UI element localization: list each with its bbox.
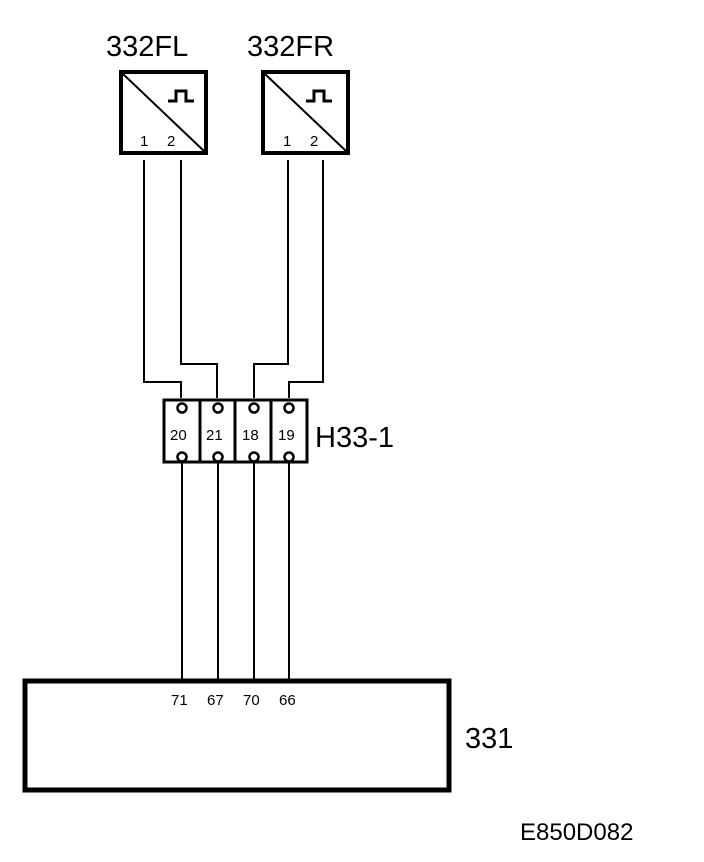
contact-bottom xyxy=(176,451,188,463)
control-unit-331-label: 331 xyxy=(465,723,513,755)
lower-wires xyxy=(181,462,290,680)
connector-terminal: 19 xyxy=(278,427,295,444)
sensor-332fl-pin-2: 2 xyxy=(167,133,175,150)
wire-332fr-pin2 xyxy=(288,160,324,398)
sensor-332fr-label: 332FR xyxy=(247,31,334,63)
sensor-332fr-pulse-icon xyxy=(306,89,332,103)
connector-h33-1-label: H33-1 xyxy=(315,422,394,454)
sensor-332fl-pulse-icon xyxy=(168,89,194,103)
contact-top xyxy=(212,402,224,414)
contact-top xyxy=(283,402,295,414)
contact-top xyxy=(248,402,260,414)
control-unit-pin: 67 xyxy=(207,692,224,709)
control-unit-331: 71 67 70 66 331 xyxy=(22,678,513,793)
contact-bottom xyxy=(283,451,295,463)
sensor-332fl-label: 332FL xyxy=(106,31,188,63)
control-unit-pin: 70 xyxy=(243,692,260,709)
control-unit-pin: 66 xyxy=(279,692,296,709)
sensor-332fr-pin-2: 2 xyxy=(310,133,318,150)
sensor-332fl-pin-1: 1 xyxy=(140,133,148,150)
sensor-332fl-diagonal xyxy=(122,73,205,152)
connector-h33-1: 20 21 18 19 H33-1 xyxy=(162,398,394,464)
figure-code: E850D082 xyxy=(520,819,633,846)
sensor-332fr-diagonal xyxy=(264,73,347,152)
contact-bottom xyxy=(212,451,224,463)
sensor-332fr-pin-1: 1 xyxy=(283,133,291,150)
connector-terminal: 18 xyxy=(242,427,259,444)
contact-top xyxy=(176,402,188,414)
connector-contacts xyxy=(176,402,295,463)
control-unit-331-box xyxy=(22,678,452,793)
wire-332fl-pin2 xyxy=(180,160,218,398)
wire-332fr-pin1 xyxy=(253,160,289,398)
control-unit-pin: 71 xyxy=(171,692,188,709)
contact-bottom xyxy=(248,451,260,463)
wire-332fl-pin1 xyxy=(143,160,182,398)
connector-terminal: 21 xyxy=(206,427,223,444)
sensor-332fr: 332FR 1 2 xyxy=(247,31,350,155)
sensor-332fl: 332FL 1 2 xyxy=(106,31,208,155)
upper-wires xyxy=(143,160,324,398)
connector-terminal: 20 xyxy=(170,427,187,444)
